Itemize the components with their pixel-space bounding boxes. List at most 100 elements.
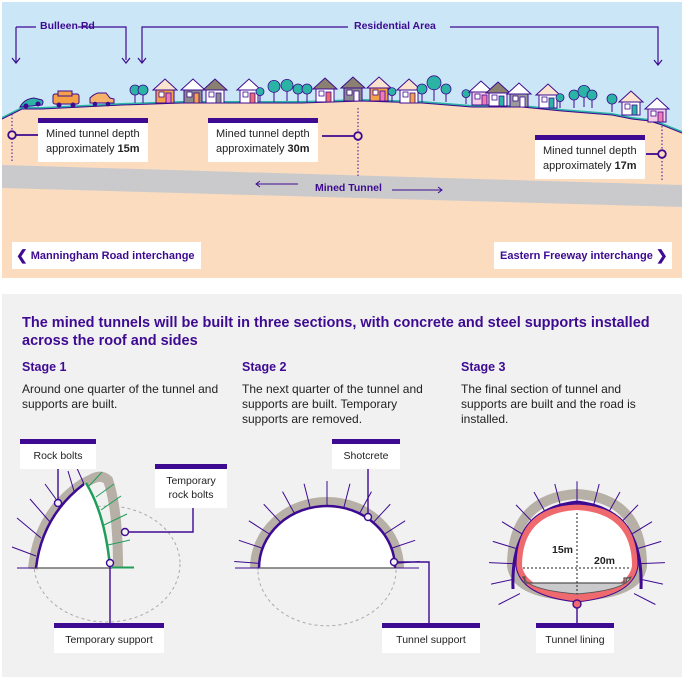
stage-2-diagram [234, 462, 430, 627]
tree [292, 83, 304, 95]
tree [137, 84, 149, 96]
shotcrete-callout: Shotcrete [332, 439, 400, 469]
depth-line1: Mined tunnel depth [543, 145, 637, 157]
depth-line1: Mined tunnel depth [216, 128, 310, 140]
rock-bolt [343, 483, 351, 509]
tunnel-cross-sections: 15m 20m [11, 462, 665, 627]
rock-bolt [383, 520, 406, 535]
rock-bolt [638, 540, 662, 549]
tree [301, 83, 313, 95]
stage-description: Around one quarter of the tunnel and sup… [22, 382, 219, 411]
depth-line2: approximately 15m [46, 143, 140, 155]
rock-bolt [234, 560, 260, 564]
stage-3: Stage 3 The final section of tunnel and … [461, 360, 651, 427]
rock-bolts-callout: Rock bolts [20, 439, 96, 469]
residential-area-bracket [137, 26, 663, 66]
chevron-right-icon: ❯ [655, 247, 668, 263]
depth-callout-17m: Mined tunnel depth approximately 17m [535, 135, 645, 179]
bulleen-rd-bracket [11, 26, 131, 64]
temporary-rock-bolts-callout: Temporary rock bolts [155, 464, 227, 508]
rock-bolt [248, 520, 271, 535]
rock-bolt [238, 539, 263, 549]
tree [568, 89, 580, 101]
rock-bolt [391, 539, 416, 549]
stage-2: Stage 2 The next quarter of the tunnel a… [242, 360, 432, 427]
rock-bolt [554, 483, 562, 508]
rock-bolt [639, 578, 664, 585]
stage-1-diagram [11, 462, 194, 624]
tree [440, 83, 452, 95]
width-dimension-label: 20m [594, 555, 615, 567]
mined-tunnel-label: Mined Tunnel [315, 182, 382, 194]
tree [426, 75, 442, 91]
rock-bolt [633, 593, 656, 605]
houses-and-trees [129, 75, 671, 123]
rock-bolt [489, 562, 514, 565]
chevron-left-icon: ❮ [16, 247, 28, 263]
rock-bolt [372, 503, 391, 523]
stage-description: The next quarter of the tunnel and suppo… [242, 382, 423, 426]
stage-1: Stage 1 Around one quarter of the tunnel… [22, 360, 232, 412]
rock-bolt [492, 540, 516, 549]
tree [416, 83, 428, 95]
stage-title: Stage 3 [461, 360, 506, 374]
rock-bolt [631, 521, 653, 535]
rock-bolt [359, 491, 372, 514]
rock-bolt [620, 504, 639, 523]
mined-tunnel-arrows [255, 180, 443, 194]
depth-callout-15m: Mined tunnel depth approximately 15m [38, 118, 148, 162]
rock-bolt [640, 562, 665, 565]
tree [606, 93, 618, 105]
interchange-label: Manningham Road interchange [30, 249, 195, 262]
depth-line2: approximately 17m [543, 160, 637, 172]
rock-bolt [607, 491, 621, 514]
temporary-arch [84, 482, 112, 568]
tunnel-support-callout: Tunnel support [382, 623, 480, 653]
temporary-support-callout: Temporary support [54, 623, 164, 653]
tree [586, 89, 598, 101]
depth-line1: Mined tunnel depth [46, 128, 140, 140]
residential-area-label: Residential Area [354, 20, 436, 32]
tunnel-profile-illustration [2, 2, 682, 207]
shotcrete [28, 471, 123, 570]
rock-bolt [498, 593, 521, 605]
stage-description: The final section of tunnel and supports… [461, 382, 636, 426]
construction-stages-panel: The mined tunnels will be built in three… [2, 294, 682, 677]
tree [280, 79, 294, 92]
rock-bolt [515, 504, 534, 523]
rock-bolt [282, 491, 295, 514]
bulleen-rd-label: Bulleen Rd [40, 20, 95, 32]
car-orange-suv [52, 90, 80, 108]
stage-3-diagram: 15m 20m [489, 481, 665, 624]
stages-headline: The mined tunnels will be built in three… [22, 315, 650, 349]
car-teal [19, 97, 44, 109]
stage-title: Stage 2 [242, 360, 287, 374]
height-dimension-label: 15m [552, 544, 573, 556]
tunnel-profile-panel: Bulleen Rd Residential Area Mined Tunnel… [2, 2, 682, 278]
depth-value: 15m [117, 143, 140, 155]
depth-markers [7, 108, 667, 182]
depth-value: 30m [287, 143, 310, 155]
car-orange-small [89, 92, 115, 107]
tree [461, 89, 471, 98]
rock-bolt [533, 491, 547, 514]
tree [387, 87, 397, 96]
tree [267, 80, 281, 93]
tree [255, 87, 265, 96]
mined-tunnel-band [2, 165, 682, 207]
rock-bolt [592, 483, 600, 508]
depth-value: 17m [614, 160, 637, 172]
rock-bolt-arch [34, 483, 85, 569]
depth-line2: approximately 30m [216, 143, 310, 155]
rock-bolt [490, 578, 515, 585]
rock-bolt [303, 483, 311, 509]
interchange-label: Eastern Freeway interchange [500, 249, 653, 262]
rock-bolt [501, 521, 523, 535]
eastern-freeway-interchange-link[interactable]: Eastern Freeway interchange ❯ [494, 242, 672, 269]
depth-callout-30m: Mined tunnel depth approximately 30m [208, 118, 318, 162]
tree [555, 93, 565, 102]
rock-bolt [263, 503, 282, 523]
stage-title: Stage 1 [22, 360, 67, 374]
tunnel-lining-callout: Tunnel lining [536, 623, 614, 653]
manningham-road-interchange-link[interactable]: ❮ Manningham Road interchange [12, 242, 201, 269]
